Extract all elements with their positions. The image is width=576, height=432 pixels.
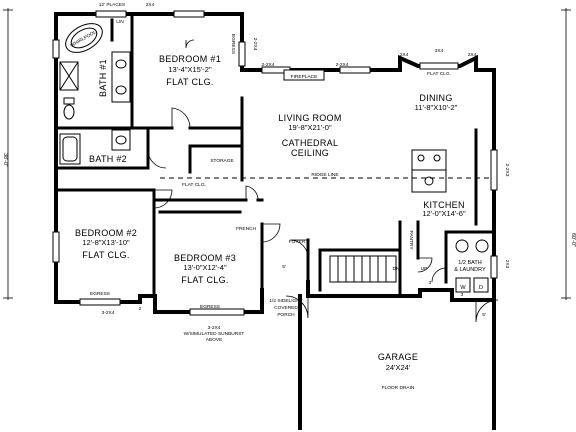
interior-walls (54, 12, 496, 314)
half-bath-window-size: 2X3 (504, 260, 510, 269)
living-room-size: 19'-8"X21'-0" (288, 123, 332, 132)
bedroom3-name: BEDROOM #3 (174, 253, 236, 263)
kitchen-side-window-size: 2-2X3 (504, 164, 510, 177)
kitchen-name: KITCHEN (423, 200, 465, 210)
bedroom3-size: 13'-0"X12'-4" (183, 263, 227, 272)
washer-label: W (460, 285, 466, 291)
bedroom1-egress-label: EGRESS (230, 34, 236, 54)
bedroom2-egress-label: EGRESS (90, 291, 110, 297)
bedroom2-name: BEDROOM #2 (75, 228, 137, 238)
bedroom2-size: 12'-8"X13'-10" (82, 238, 130, 247)
fireplace-window-left: 2-2X4 (262, 62, 275, 68)
top-headers-label: 12' PLACES (99, 2, 126, 8)
bay-window-right: 2X4 (468, 52, 477, 58)
bedroom2-window-note: 2 (139, 306, 142, 312)
dimension-lines (3, 8, 571, 300)
sidelight-label-3: PORCH (277, 312, 295, 318)
storage-label: STORAGE (210, 158, 233, 164)
windows (52, 10, 498, 316)
foyer-label: FOYER (289, 239, 306, 245)
bay-window-left: 2X4 (400, 52, 409, 58)
sunburst-label-1: 3-2X4 (208, 325, 221, 331)
step-height-2: 3 (461, 292, 464, 298)
bedroom1-name: BEDROOM #1 (159, 54, 221, 64)
dryer-label: D (479, 285, 483, 291)
bedroom2-ceiling: FLAT CLG. (82, 250, 129, 260)
half-bath-name: 1/2 BATH (458, 260, 481, 266)
bedroom1-ceiling: FLAT CLG. (166, 77, 213, 87)
bedroom1-size: 13'-4"X15'-2" (168, 65, 212, 74)
step-height-1: 3 (429, 280, 432, 286)
stairs-up-label: UP (421, 266, 428, 272)
bath2-name: BATH #2 (89, 154, 127, 164)
french-door-label: FRENCH (236, 226, 257, 232)
dining-size: 11'-8"X10'-2" (415, 103, 458, 112)
bay-window-center: 3X4 (435, 48, 444, 54)
fireplace-label: FIREPLACE (291, 74, 318, 80)
bedroom3-ceiling: FLAT CLG. (181, 275, 228, 285)
living-room-name: LIVING ROOM (278, 113, 341, 123)
bedroom3-egress-label: EGRESS (200, 304, 220, 310)
garage-note: FLOOR DRAIN (382, 385, 415, 391)
annotations: WHIRLPOOL LIN 12' PLACES 2X4 EGRESS 2-2X… (2, 2, 576, 343)
fixtures (59, 23, 489, 293)
ridge-line-label: RIDGE LINE (311, 172, 338, 178)
sidelight-label-1: 1/2 SIDELIGHT (269, 298, 302, 304)
garage-name: GARAGE (378, 352, 418, 362)
entry-step-2: 5' (482, 312, 486, 318)
stairs-down-label: DN (393, 266, 400, 272)
room-labels: BEDROOM #1 13'-4"X15'-2" FLAT CLG. BEDRO… (75, 54, 486, 391)
stairs (329, 255, 397, 283)
half-bath-sub: & LAUNDRY (454, 267, 486, 273)
living-room-ceiling-1: CATHEDRAL (282, 138, 339, 148)
bedroom2-window-size: 3-2X4 (102, 310, 115, 316)
bedroom1-egress-window-size: 2-2X4 (252, 38, 258, 51)
sunburst-label-2: W/SIMULATED SUNBURST (184, 331, 245, 337)
pantry-label: PANTRY (408, 230, 414, 250)
dining-name: DINING (419, 93, 452, 103)
fireplace-window-right: 2-2X4 (336, 62, 349, 68)
bay-ceiling-label: FLAT CLG. (427, 71, 451, 77)
sunburst-label-3: ABOVE (206, 337, 223, 343)
bath1-name: BATH #1 (98, 59, 108, 97)
garage-size: 24'X24' (386, 363, 411, 372)
kitchen-size: 12'-0"X14'-6" (422, 209, 466, 218)
overall-width-dimension: 60'-0" (570, 233, 576, 247)
entry-step-1: 5' (282, 264, 286, 270)
overall-depth-dimension: 38'-0" (2, 153, 8, 167)
hall-ceiling-label: FLAT CLG. (182, 182, 206, 188)
sidelight-label-2: COVERED (274, 305, 298, 311)
living-room-ceiling-2: CEILING (291, 148, 329, 158)
doors (147, 39, 499, 323)
linen-label: LIN (116, 19, 124, 25)
top-window-size: 2X4 (146, 2, 155, 8)
